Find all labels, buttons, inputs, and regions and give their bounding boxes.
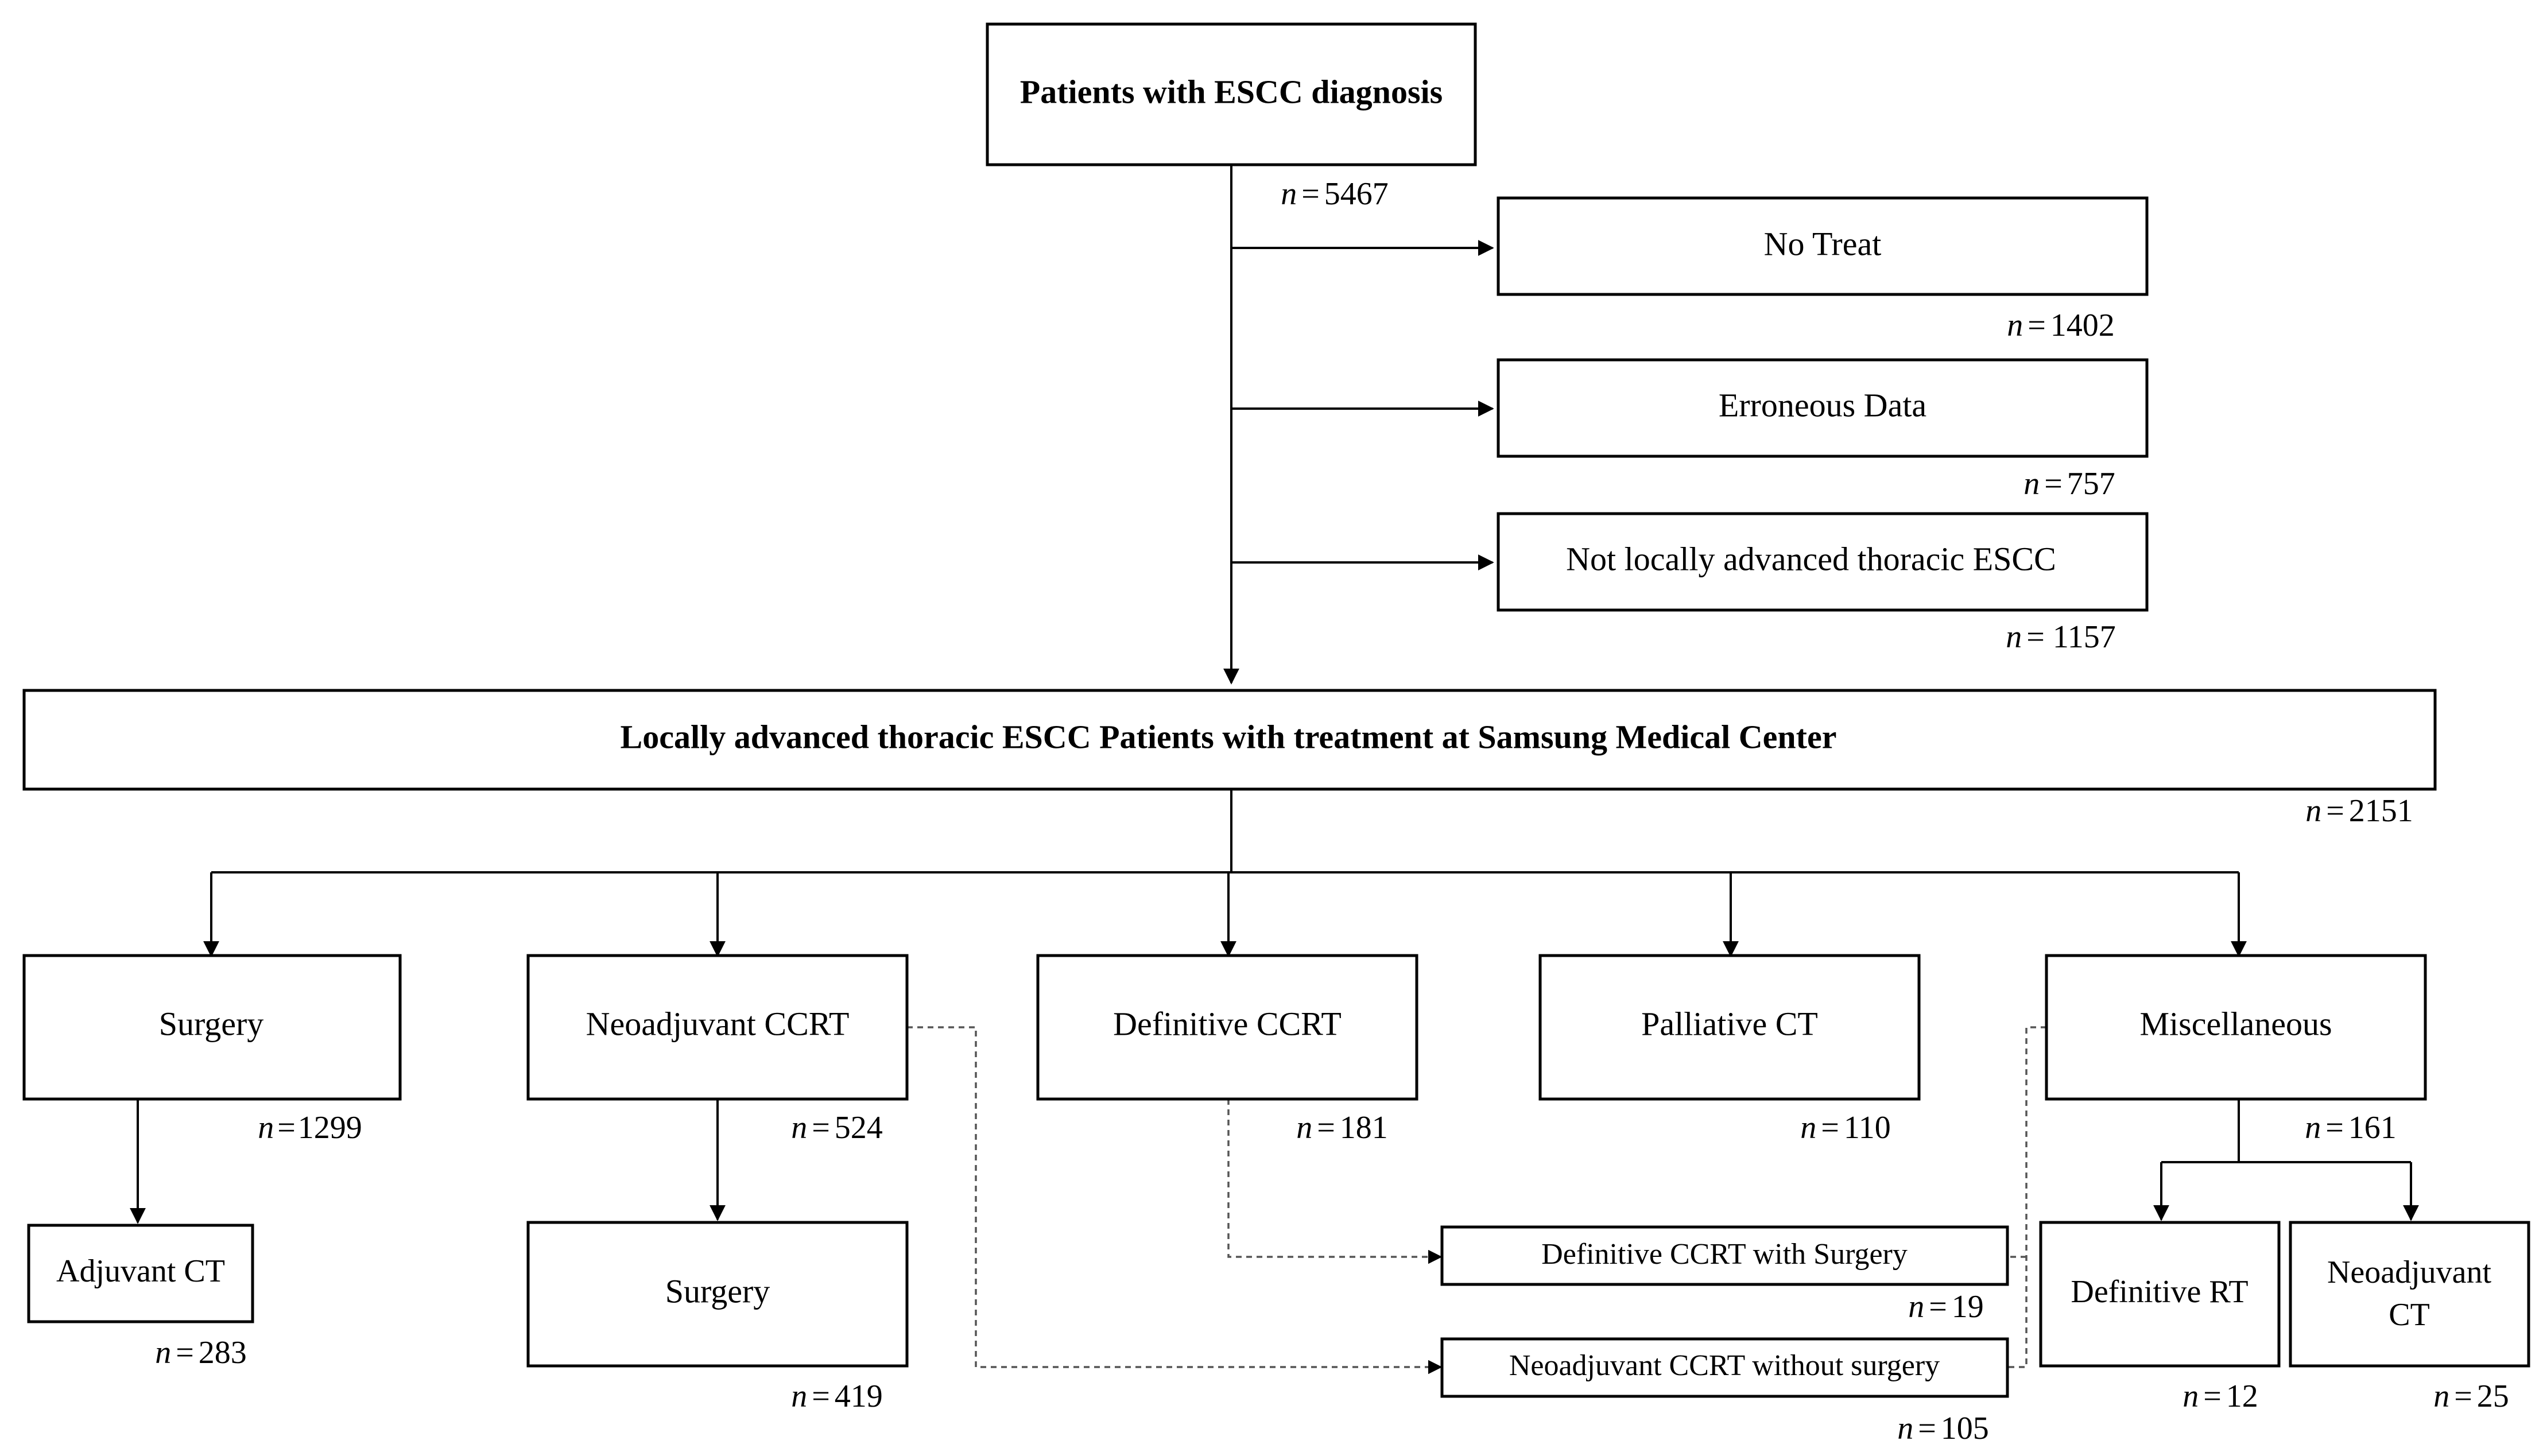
node-def-rt: Definitive RT xyxy=(2039,1221,2281,1368)
node-escc: Patients with ESCC diagnosis xyxy=(986,22,1477,166)
svg-text:Neoadjuvant: Neoadjuvant xyxy=(2327,1255,2492,1290)
svg-text:Adjuvant CT: Adjuvant CT xyxy=(56,1253,225,1289)
count-surgery: n=1299 xyxy=(258,1110,362,1146)
count-neo-ct: n=25 xyxy=(2433,1379,2509,1414)
svg-text:CT: CT xyxy=(2389,1297,2430,1333)
edges xyxy=(130,165,2419,1375)
node-no-treat: No Treat xyxy=(1497,196,2149,296)
svg-text:Neoadjuvant CCRT: Neoadjuvant CCRT xyxy=(586,1005,850,1042)
svg-text:Erroneous Data: Erroneous Data xyxy=(1719,386,1926,424)
count-erroneous: n=757 xyxy=(2023,466,2115,502)
svg-text:Neoadjuvant CCRT without surge: Neoadjuvant CCRT without surgery xyxy=(1509,1349,1940,1382)
count-not-local: n=1157 xyxy=(2006,619,2116,655)
node-pall-ct: Palliative CT xyxy=(1538,954,1921,1101)
svg-text:Definitive CCRT with Surgery: Definitive CCRT with Surgery xyxy=(1541,1238,1908,1271)
count-misc: n=161 xyxy=(2305,1110,2397,1146)
node-def-ccrt: Definitive CCRT xyxy=(1036,954,1418,1101)
count-def-ccrt-surg: n=19 xyxy=(1908,1289,1984,1325)
node-adj-ct: Adjuvant CT xyxy=(27,1224,254,1323)
svg-text:Locally advanced thoracic ESCC: Locally advanced thoracic ESCC Patients … xyxy=(621,718,1837,755)
count-pall-ct: n=110 xyxy=(1800,1110,1891,1146)
node-neo-no-surg: Neoadjuvant CCRT without surgery xyxy=(1440,1337,2009,1398)
node-not-local: Not locally advanced thoracic ESCC xyxy=(1497,512,2149,612)
svg-text:Definitive RT: Definitive RT xyxy=(2071,1274,2248,1310)
node-neo-ct: Neoadjuvant CT xyxy=(2289,1221,2530,1368)
node-surgery: Surgery xyxy=(22,954,402,1101)
node-def-ccrt-surg: Definitive CCRT with Surgery xyxy=(1440,1225,2009,1286)
svg-text:No Treat: No Treat xyxy=(1764,225,1882,262)
count-def-ccrt: n=181 xyxy=(1296,1110,1388,1146)
count-def-rt: n=12 xyxy=(2183,1379,2258,1414)
edge-neo-ccrt-to-neo-no-surg xyxy=(907,1026,1443,1375)
node-neo-surgery: Surgery xyxy=(526,1221,909,1368)
edge-misc-dashed xyxy=(2006,1026,2046,1368)
svg-text:Patients with ESCC diagnosis: Patients with ESCC diagnosis xyxy=(1020,73,1443,110)
edge-def-ccrt-to-def-ccrt-surg xyxy=(1227,1099,1443,1264)
svg-text:Definitive CCRT: Definitive CCRT xyxy=(1113,1005,1342,1042)
node-erroneous: Erroneous Data xyxy=(1497,358,2149,458)
count-adj-ct: n=283 xyxy=(155,1335,247,1370)
svg-text:Miscellaneous: Miscellaneous xyxy=(2139,1005,2332,1042)
count-neo-ccrt: n=524 xyxy=(791,1110,883,1146)
count-escc: n=5467 xyxy=(1281,176,1389,212)
count-local-adv: n=2151 xyxy=(2305,793,2413,829)
node-neo-ccrt: Neoadjuvant CCRT xyxy=(526,954,909,1101)
svg-text:Not locally advanced thoracic: Not locally advanced thoracic ESCC xyxy=(1566,540,2056,577)
node-local-adv: Locally advanced thoracic ESCC Patients … xyxy=(22,689,2437,791)
count-neo-surgery: n=419 xyxy=(791,1379,883,1414)
node-misc: Miscellaneous xyxy=(2045,954,2427,1101)
count-no-treat: n=1402 xyxy=(2007,308,2115,343)
svg-text:Palliative CT: Palliative CT xyxy=(1641,1005,1818,1042)
count-neo-no-surg: n=105 xyxy=(1897,1411,1989,1446)
svg-text:Surgery: Surgery xyxy=(665,1272,770,1310)
svg-text:Surgery: Surgery xyxy=(159,1005,264,1042)
